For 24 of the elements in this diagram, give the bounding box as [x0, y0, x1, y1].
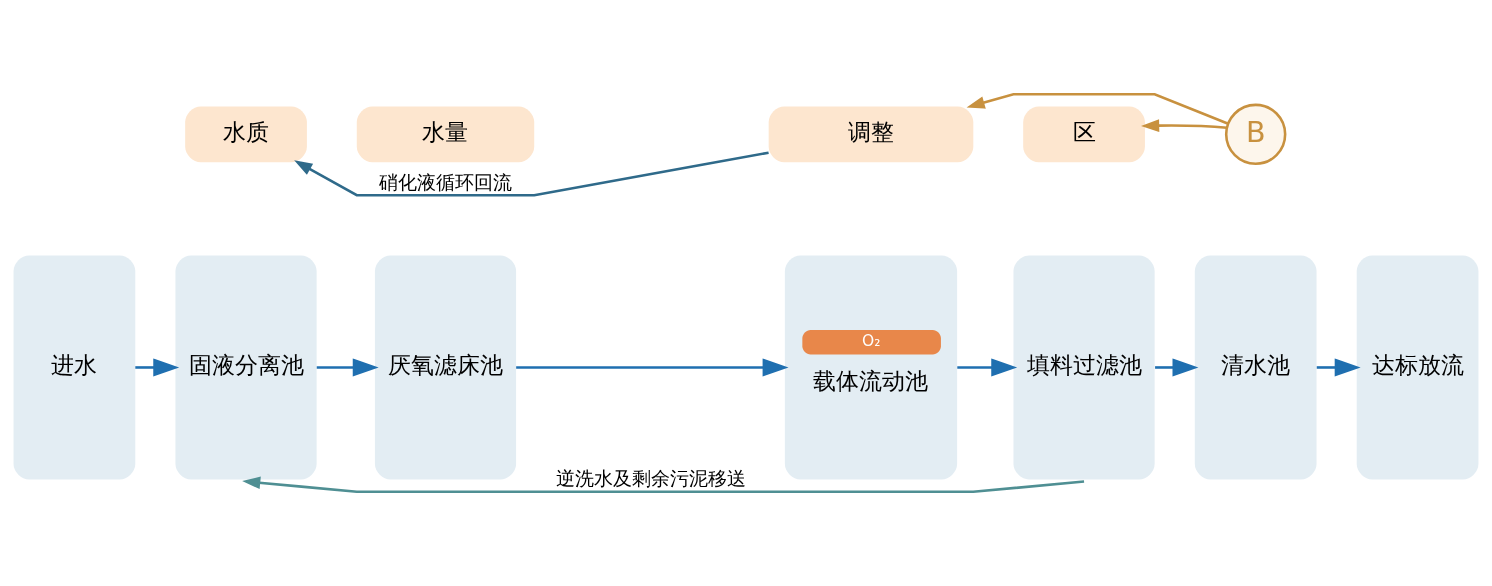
arrow: [966, 92, 1229, 125]
node-box: 区: [1023, 106, 1145, 163]
arrow: [516, 358, 789, 377]
arrow: [1316, 358, 1361, 377]
arrow: [135, 358, 180, 377]
node-box: 水量: [356, 106, 535, 163]
node-box: 进水: [13, 255, 136, 480]
node-box: 填料过滤池: [1013, 255, 1155, 480]
node-box: O₂ 载体流动池: [784, 255, 958, 480]
arrow: [316, 358, 379, 377]
arrow: [1141, 119, 1228, 132]
edge-label: 逆洗水及剩余污泥移送: [556, 467, 747, 491]
arrow: [957, 358, 1018, 377]
node-box: 调整: [768, 106, 974, 163]
arrow: [294, 151, 769, 197]
node-box: 水质: [185, 106, 307, 163]
node-box: 清水池: [1194, 255, 1317, 480]
node-box: 固液分离池: [175, 255, 317, 480]
node-circle: B: [1224, 103, 1287, 166]
arrow: [1155, 358, 1199, 377]
edge-label: 硝化液循环回流: [379, 170, 512, 194]
node-box: 达标放流: [1356, 255, 1479, 480]
node-box: 厌氧滤床池: [374, 255, 517, 480]
arrow: [242, 476, 1085, 494]
